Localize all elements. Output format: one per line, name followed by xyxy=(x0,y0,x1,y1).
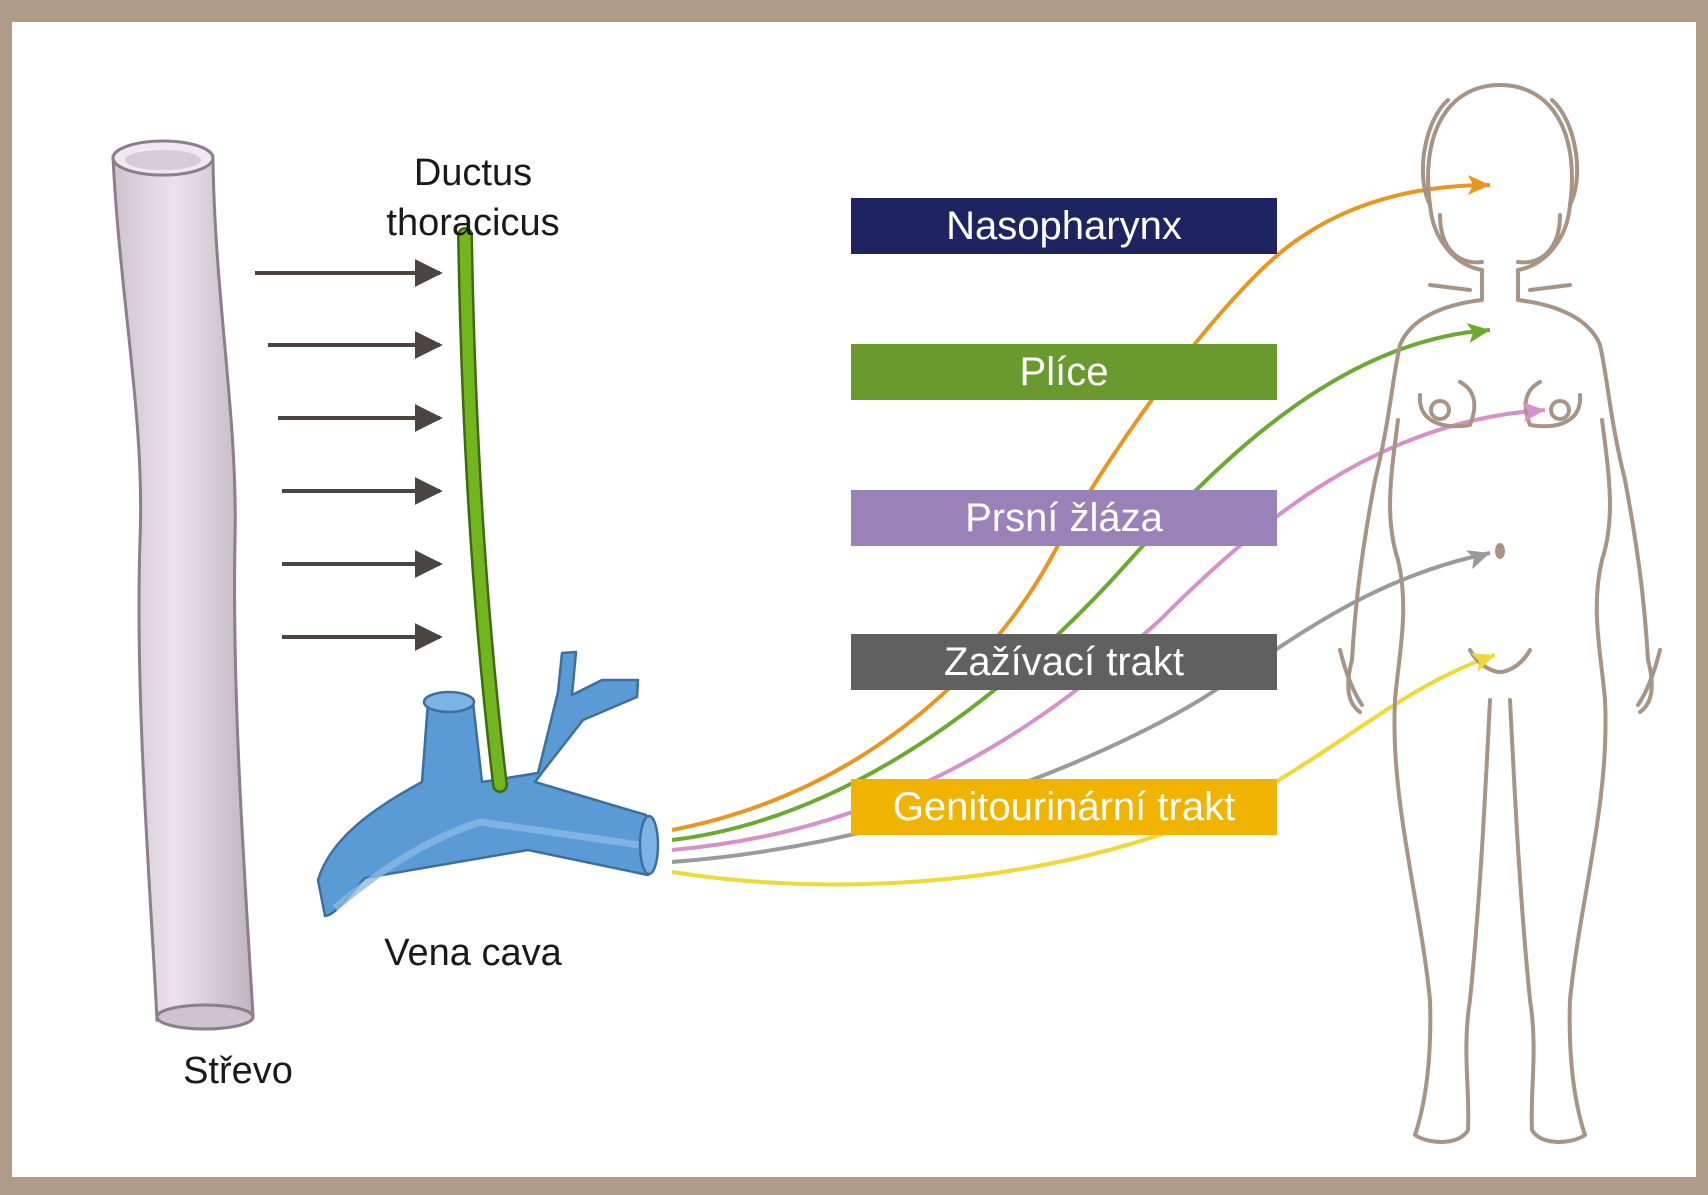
route-line-2 xyxy=(672,330,1490,840)
destination-box-label: Nasopharynx xyxy=(946,204,1182,248)
ductus-label: Ductus thoracicus xyxy=(363,148,583,248)
target-arrowheads xyxy=(1466,175,1546,672)
destination-box-3: Prsní žláza xyxy=(851,490,1277,546)
destination-box-label: Prsní žláza xyxy=(965,496,1163,540)
vena-cava-label: Vena cava xyxy=(353,930,593,976)
female-body-outline xyxy=(1340,85,1660,1142)
destination-box-4: Zažívací trakt xyxy=(851,634,1277,690)
destination-box-1: Nasopharynx xyxy=(851,198,1277,254)
destination-box-2: Plíce xyxy=(851,344,1277,400)
strevo-label: Střevo xyxy=(148,1048,328,1094)
destination-box-label: Zažívací trakt xyxy=(944,640,1184,684)
destination-box-5: Genitourinární trakt xyxy=(851,779,1277,835)
absorption-arrows xyxy=(255,273,440,637)
destination-box-label: Genitourinární trakt xyxy=(893,785,1235,829)
ductus-label-line2: thoracicus xyxy=(363,198,583,248)
ductus-label-line1: Ductus xyxy=(363,148,583,198)
intestine-tube xyxy=(113,141,253,1029)
destination-box-label: Plíce xyxy=(1020,350,1109,394)
